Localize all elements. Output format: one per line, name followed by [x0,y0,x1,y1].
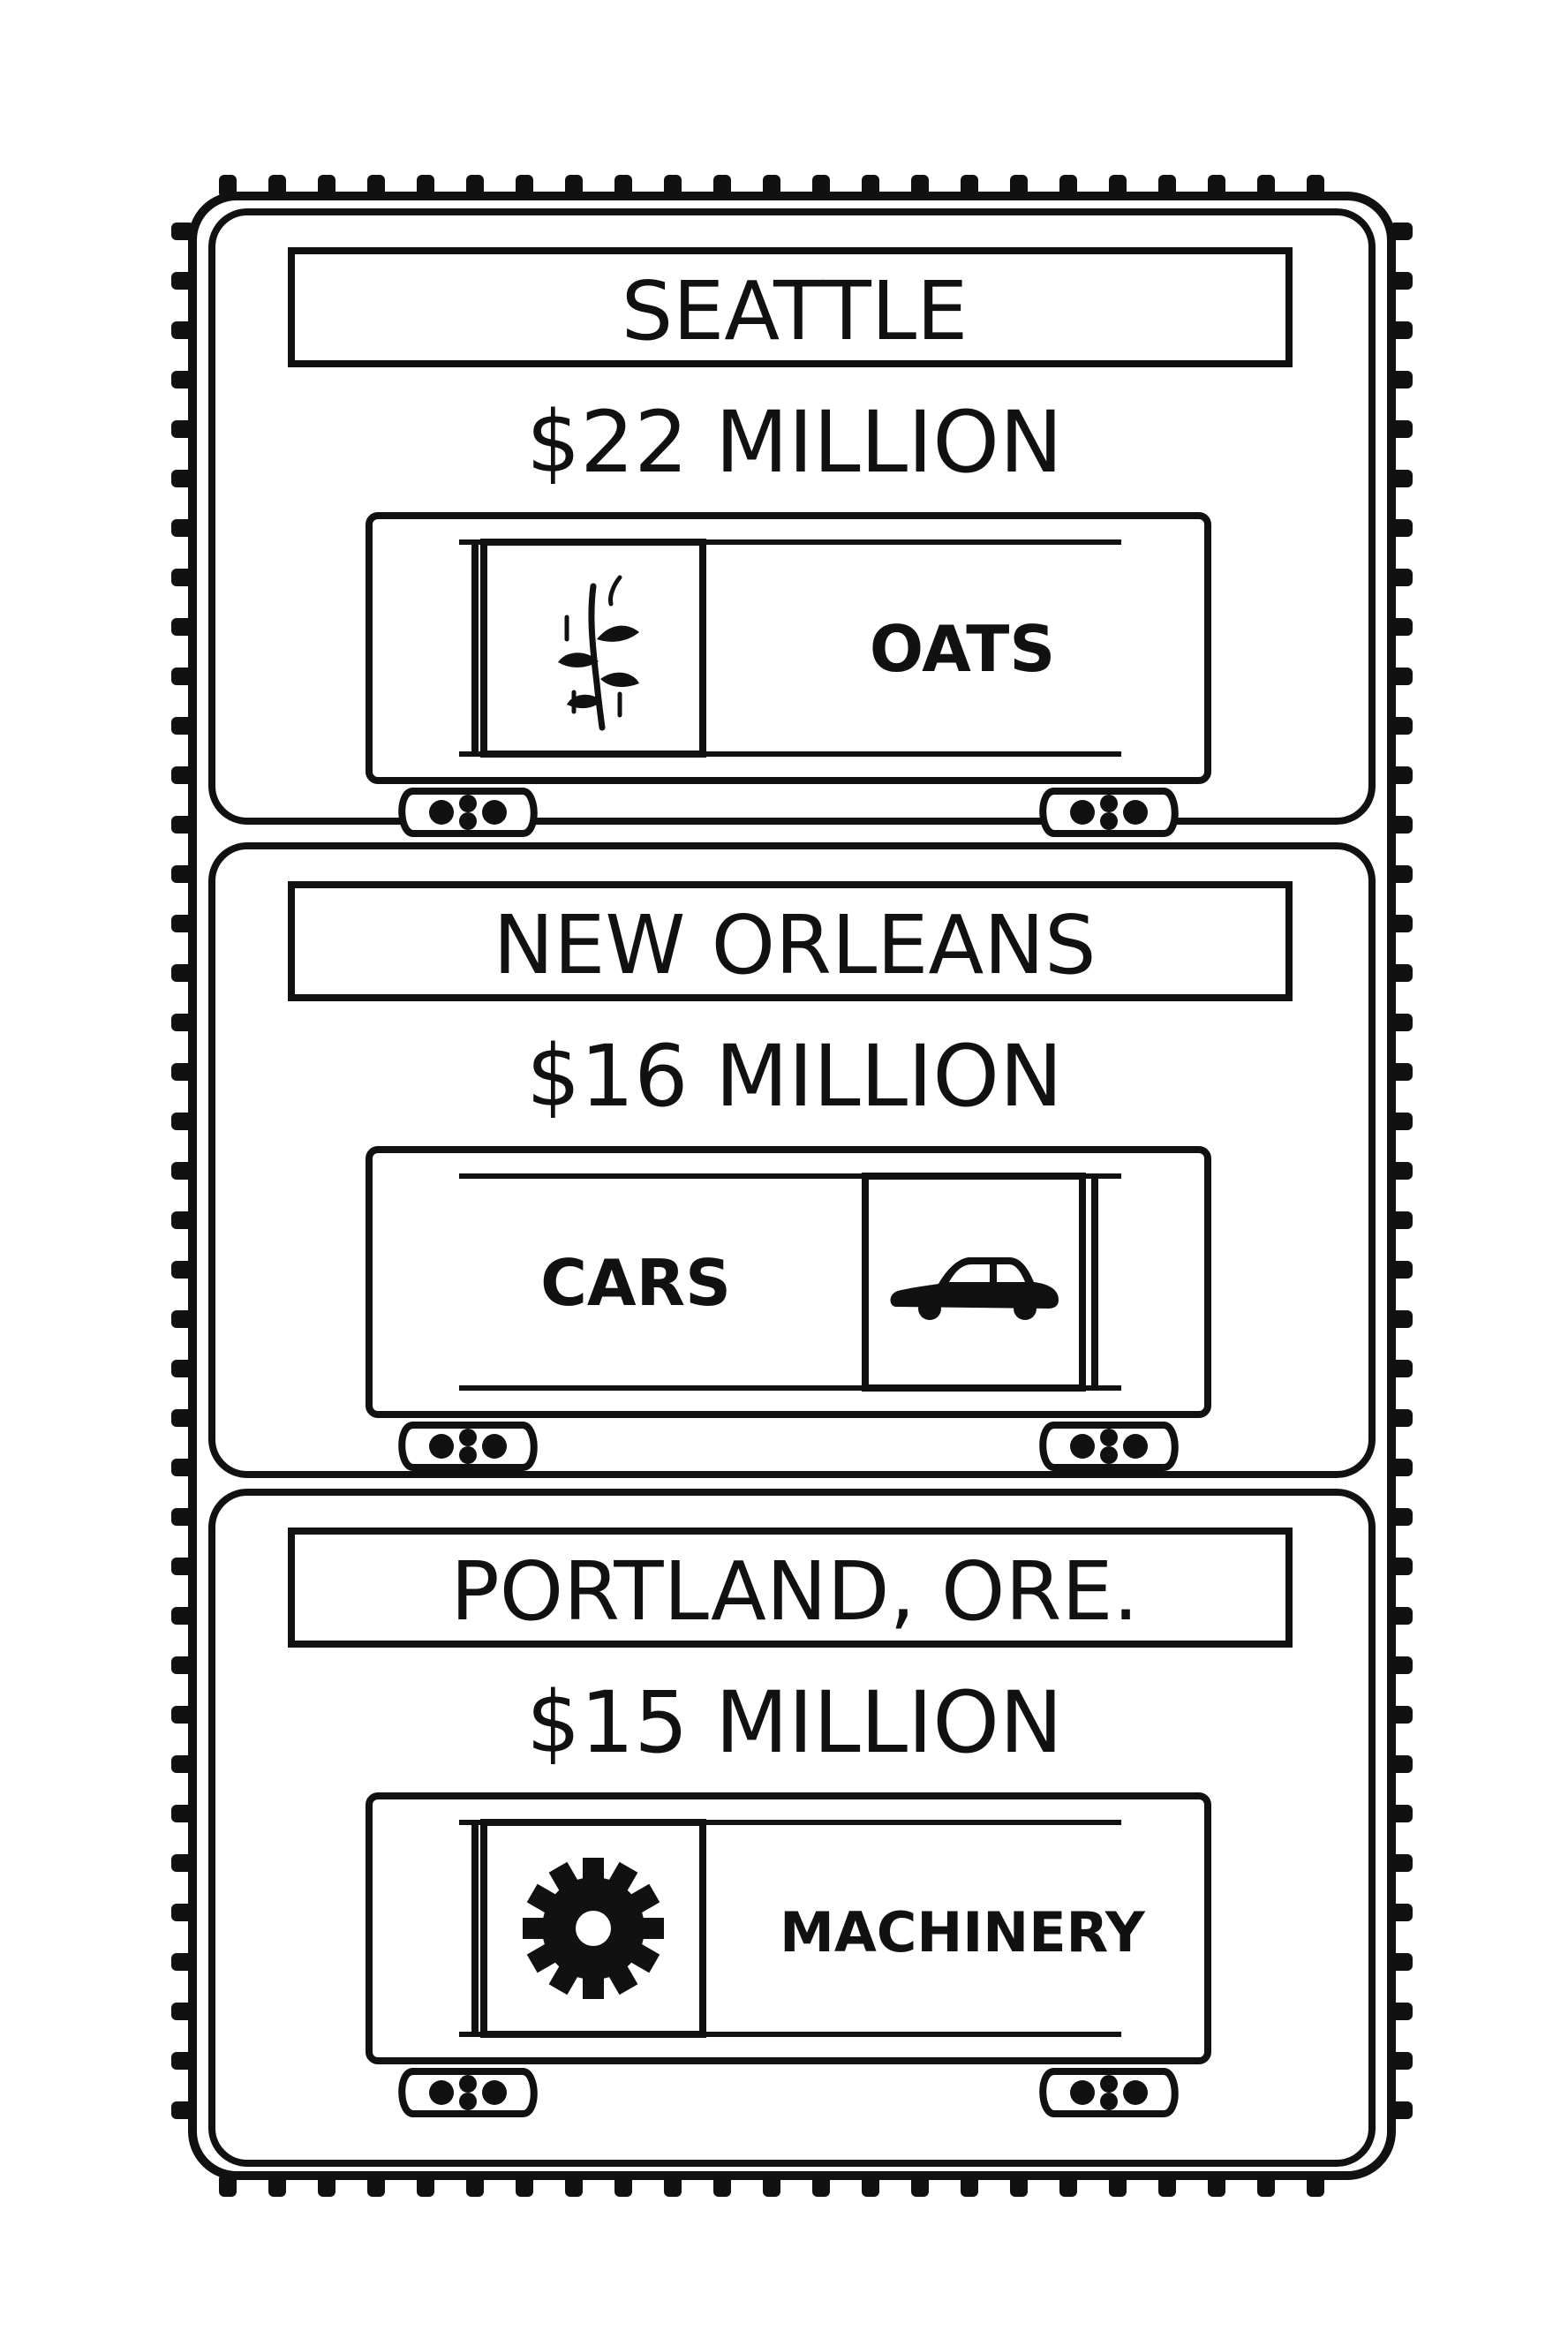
wheel-truck [402,791,534,834]
city-name: PORTLAND, ORE. [450,1544,1138,1639]
export-amount: $16 MILLION [526,1027,1063,1126]
wheel-truck [1043,1425,1175,1467]
wheel-truck [402,1425,534,1467]
cargo-label: CARS [540,1246,731,1320]
stamp-panel: SEATTLE $22 MILLION OATS [208,208,1376,834]
city-name: SEATTLE [622,264,968,358]
city-name: NEW ORLEANS [493,898,1096,992]
wheel-truck [1043,791,1175,834]
cargo-label: MACHINERY [780,1900,1146,1965]
export-amount: $22 MILLION [526,393,1063,492]
wheel-truck [1043,2071,1175,2114]
export-amount: $15 MILLION [526,1673,1063,1772]
stamp-panel: NEW ORLEANS $16 MILLION CARS [208,842,1376,1478]
city-banner [288,881,1293,1001]
city-banner [288,247,1293,367]
wheel-truck [402,2071,534,2114]
cargo-label: OATS [870,612,1055,686]
stamp-panel: PORTLAND, ORE. $15 MILLION MACHINERY [208,1489,1376,2167]
stamp-panels: SEATTLE $22 MILLION OATS NEW ORLEANS $16 MIL… [208,208,1376,2167]
city-banner [288,1528,1293,1648]
